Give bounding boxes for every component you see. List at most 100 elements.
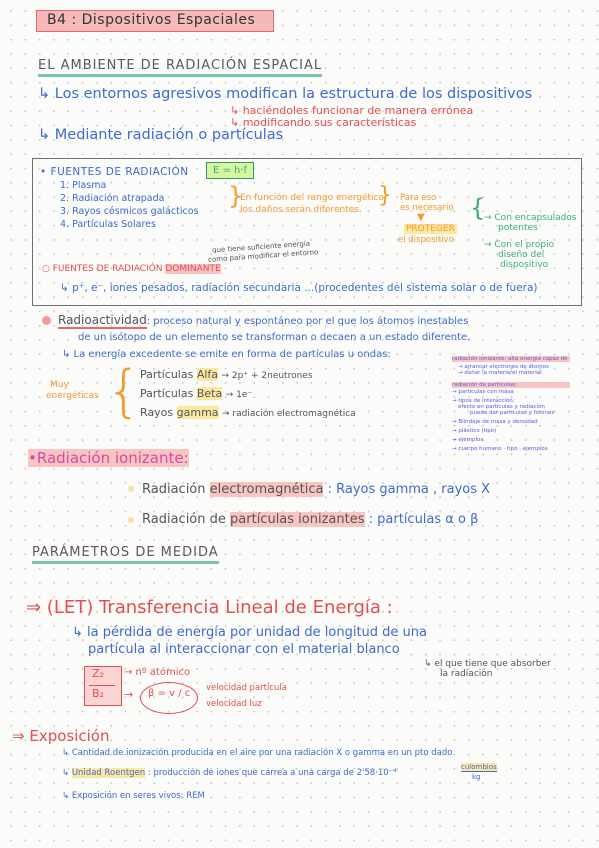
side-note: → arrancar electrones de átomos [458, 364, 549, 370]
side-note: → dañar la materia/el material [458, 370, 542, 376]
beta-word: Beta [196, 387, 223, 400]
sources-box [32, 158, 582, 306]
ionizante-rad-1: Radiación [142, 482, 206, 497]
intro-sub-2: ↳ modificando sus características [230, 116, 417, 129]
beta-post: → 1e⁻ [225, 390, 253, 400]
brace-right: { [470, 194, 486, 222]
beta-formula: β = v / c [148, 688, 191, 699]
gamma-pre: Rayos [140, 406, 174, 419]
beta-line: Partículas Beta → 1e⁻ [140, 387, 252, 400]
unidad-roentgen: Unidad Roentgen [71, 768, 146, 778]
beta-pre: Partículas [140, 387, 194, 400]
energy-formula: E = h·f [206, 162, 254, 179]
radioactividad-def-2: de un isótopo de un elemento se transfor… [78, 332, 471, 343]
source-item-1: 1. Plasma [60, 180, 107, 191]
para-eso-2: es necesario [400, 203, 454, 213]
ionizante-line-2: Radiación de partículas ionizantes : par… [142, 512, 478, 527]
middle-text-1: En función del rango energético [240, 193, 385, 203]
unit-denominator: kg [472, 773, 481, 781]
alfa-pre: Partículas [140, 368, 194, 381]
source-item-4: 4. Partículas Solares [60, 219, 156, 230]
section-heading-parametros: PARÁMETROS DE MEDIDA [32, 545, 219, 564]
radioactividad-line-1: Radioactividad: proceso natural y espont… [58, 313, 469, 329]
let-line-1: ↳ la pérdida de energía por unidad de lo… [72, 625, 427, 640]
el-dispositivo: el dispositivo [398, 235, 454, 245]
ionizante-heading: •Radiación ionizante: [28, 449, 189, 467]
right-item-2c: dispositivo [500, 260, 549, 270]
bullet-dot-icon [128, 517, 134, 523]
dominant-pre: ○ FUENTES DE RADIACIÓN [42, 264, 163, 274]
vel-particula: velocidad partícula [206, 683, 287, 693]
side-note: radiación de partículas: [452, 382, 570, 388]
let-note-2: la radiación [440, 669, 493, 679]
exposicion-heading: ⇒ Exposición [12, 727, 110, 745]
ionizante-part-desc: : partículas α o β [368, 512, 479, 527]
radioactividad-term: Radioactividad [58, 313, 147, 329]
ionizante-em: electromagnética [209, 482, 324, 497]
dominant-word: DOMINANTE [165, 264, 221, 274]
section-heading-ambiente: EL AMBIENTE DE RADIACIÓN ESPACIAL [38, 58, 323, 77]
radioactividad-def-1: : proceso natural y espontáneo por el qu… [146, 316, 469, 327]
muy-label-1: Muy [50, 380, 69, 390]
let-heading: ⇒ (LET) Transferencia Lineal de Energía … [26, 597, 393, 618]
let-note-1: ↳ el que tiene que absorber [424, 659, 551, 669]
gamma-line: Rayos gamma → radiación electromagnética [140, 406, 356, 419]
exposicion-roentgen-desc: : producción de iones que carrea a una c… [147, 768, 397, 778]
exposicion-line-1: ↳ Cantidad de ionización producida en el… [62, 748, 453, 758]
vel-luz: velocidad luz [206, 699, 262, 709]
alfa-post: → 2p⁺ + 2neutrones [221, 371, 313, 381]
brace-middle: } [378, 183, 392, 208]
fraction-bar [89, 685, 115, 686]
brace-energeticas: { [106, 359, 142, 424]
ionizante-line-1: Radiación electromagnética : Rayos gamma… [142, 482, 490, 497]
gamma-word: gamma [176, 406, 219, 419]
side-note: → cuerpo humano · tipo · ejemplos [452, 446, 548, 452]
exposicion-line-3: ↳ Exposición en seres vivos: REM [62, 791, 205, 801]
exposicion-arrow: ↳ [62, 768, 70, 778]
side-notes: radiación ionizante: alta energía capaz … [452, 356, 570, 476]
side-note: → Blindaje de masa y densidad [452, 419, 538, 425]
dominant-line: ↳ p⁺, e⁻, iones pesados, radiación secun… [60, 282, 538, 294]
title-highlight-box [36, 10, 274, 32]
bullet-dot-icon [128, 486, 134, 492]
sources-heading: • FUENTES DE RADIACIÓN [40, 166, 189, 178]
ionizante-heading-text: •Radiación ionizante: [28, 449, 189, 467]
proteger-word: PROTEGER [404, 224, 457, 234]
middle-text-2: los daños serán diferentes. [240, 205, 362, 215]
side-note: → tipos de interacción: [452, 398, 515, 404]
arrow-right-icon: → [124, 688, 134, 701]
page-title: B4 : Dispositivos Espaciales [47, 12, 256, 28]
alfa-word: Alfa [196, 368, 219, 381]
gamma-post: → radiación electromagnética [222, 409, 356, 419]
brace-sources: } [228, 182, 244, 210]
side-note: radiación ionizante: alta energía capaz … [452, 356, 570, 362]
right-item-2b: diseño del [498, 250, 545, 260]
intro-line-2: ↳ Mediante radiación o partículas [38, 127, 284, 143]
side-note: puede dar partículas y fotones [470, 410, 555, 416]
source-item-3: 3. Rayos cósmicos galácticos [60, 206, 199, 217]
z-numerator: Z₂ [92, 667, 104, 680]
intro-line-1: ↳ Los entornos agresivos modifican la es… [38, 86, 533, 102]
intro-sub-1: ↳ haciéndoles funcionar de manera erróne… [230, 104, 474, 117]
unit-numerator: culombios [461, 763, 497, 772]
section-heading-text: EL AMBIENTE DE RADIACIÓN ESPACIAL [38, 58, 323, 77]
side-note: → ejemplos [452, 437, 484, 443]
muy-label-2: energéticas [46, 391, 99, 401]
side-note: → plástico (tipo) [452, 428, 497, 434]
radioactividad-def-3: ↳ La energía excedente se emite en forma… [62, 349, 391, 360]
ionizante-rad-2: Radiación de [142, 512, 226, 527]
z-fraction-box [84, 666, 122, 706]
para-eso-1: Para eso [400, 193, 437, 203]
source-item-2: 2. Radiación atrapada [60, 193, 165, 204]
side-note: efecto en partículas y radiación [458, 404, 545, 410]
let-line-2: partícula al interaccionar con el materi… [88, 642, 400, 657]
dominant-heading: ○ FUENTES DE RADIACIÓN DOMINANTE [42, 264, 221, 274]
right-item-1a: → Con encapsulados [484, 213, 577, 223]
section-heading-text: PARÁMETROS DE MEDIDA [32, 545, 219, 564]
right-item-1b: potentes [498, 223, 538, 233]
exposicion-line-2: ↳ Unidad Roentgen : producción de iones … [62, 768, 397, 778]
z-denominator: B₂ [92, 687, 104, 700]
side-note: → partículas con masa [452, 389, 514, 395]
right-item-2a: → Con el propio [484, 240, 555, 250]
beta-circle [140, 682, 198, 714]
